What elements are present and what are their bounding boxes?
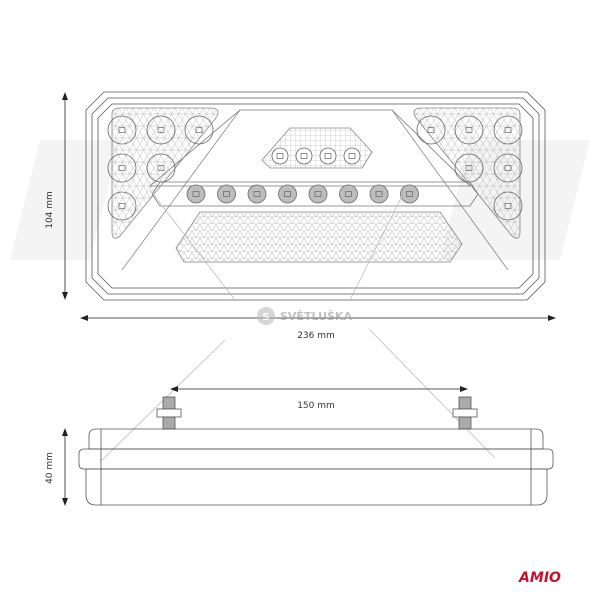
svetluska-watermark: S SVĚTLUŠKA xyxy=(257,307,352,325)
right-bolt xyxy=(452,396,478,430)
led-chip-icon xyxy=(253,191,261,197)
middle-led xyxy=(247,184,267,204)
watermark-text: SVĚTLUŠKA xyxy=(280,310,352,323)
led-chip-icon xyxy=(375,191,383,197)
cluster-led xyxy=(107,115,137,145)
reflector-zone xyxy=(175,211,463,263)
side-bottom-body xyxy=(85,468,548,506)
cluster-led xyxy=(493,153,523,183)
top-led xyxy=(343,147,361,165)
cluster-led xyxy=(493,115,523,145)
cluster-led xyxy=(416,115,446,145)
bolt-spacing-label: 150 mm xyxy=(297,401,335,411)
height-label: 104 mm xyxy=(45,191,55,229)
led-chip-icon xyxy=(276,153,284,159)
cluster-led xyxy=(454,115,484,145)
led-chip-icon xyxy=(324,153,332,159)
led-chip-icon xyxy=(465,127,473,133)
led-chip-icon xyxy=(504,165,512,171)
side-top-body xyxy=(88,428,544,450)
led-chip-icon xyxy=(314,191,322,197)
middle-led xyxy=(369,184,389,204)
width-label: 236 mm xyxy=(297,331,335,341)
depth-arrowheads xyxy=(62,428,68,506)
outer-housing xyxy=(85,91,546,301)
led-chip-icon xyxy=(284,191,291,197)
watermark-lines xyxy=(99,189,496,463)
middle-led xyxy=(339,184,358,204)
cluster-led xyxy=(146,115,176,145)
led-chip-icon xyxy=(348,153,356,159)
inner-frame xyxy=(91,97,540,295)
cluster-led xyxy=(184,115,214,145)
lens-frame xyxy=(97,103,534,289)
led-chip-icon xyxy=(345,191,352,197)
cluster-led xyxy=(107,153,137,183)
middle-led xyxy=(400,184,419,204)
led-chip-icon xyxy=(192,191,200,197)
top-led-row xyxy=(271,147,361,165)
led-chip-icon xyxy=(118,127,126,133)
led-chip-icon xyxy=(157,165,165,171)
led-chip-icon xyxy=(118,203,126,209)
led-chip-icon xyxy=(465,165,473,171)
middle-led xyxy=(186,184,206,204)
cluster-led xyxy=(146,153,176,183)
cluster-led xyxy=(107,191,137,221)
led-chip-icon xyxy=(157,127,165,133)
middle-led xyxy=(278,184,297,204)
top-led xyxy=(271,147,289,165)
side-led-circles xyxy=(107,115,523,221)
middle-led-row xyxy=(186,184,419,204)
led-chip-icon xyxy=(118,165,126,171)
amio-logo: AMIO xyxy=(518,570,561,586)
top-led xyxy=(319,147,337,165)
cluster-led xyxy=(454,153,484,183)
led-chip-icon xyxy=(406,191,413,197)
middle-led xyxy=(217,184,236,204)
led-chip-icon xyxy=(195,127,203,133)
led-chip-icon xyxy=(504,127,512,133)
led-chip-icon xyxy=(504,203,512,209)
top-led xyxy=(295,147,313,165)
left-bolt xyxy=(156,396,182,430)
cluster-led xyxy=(493,191,523,221)
depth-label: 40 mm xyxy=(45,452,55,484)
side-flange xyxy=(78,448,554,470)
led-chip-icon xyxy=(427,127,435,133)
led-chip-icon xyxy=(223,191,230,197)
watermark-badge: S xyxy=(262,312,269,323)
led-chip-icon xyxy=(300,153,308,159)
side-view xyxy=(78,396,554,506)
middle-led xyxy=(308,184,328,204)
